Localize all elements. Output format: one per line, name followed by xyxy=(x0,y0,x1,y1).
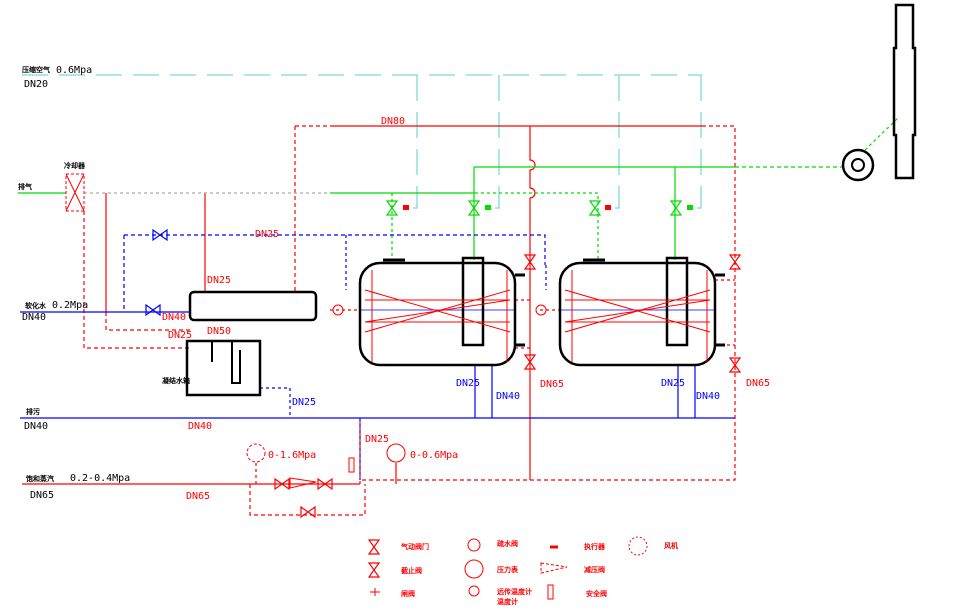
legend-label: 远传温度计 xyxy=(497,587,532,596)
pneumatic-valve-icon xyxy=(368,539,380,555)
compressed-air-lines xyxy=(22,74,702,209)
water-lines xyxy=(20,229,735,480)
thermometer-icon xyxy=(535,304,547,316)
label-dn65: DN65 xyxy=(746,378,770,389)
label-dn65: DN65 xyxy=(186,491,210,502)
actuators xyxy=(403,205,611,210)
label-dn25: DN25 xyxy=(365,434,389,445)
pressure-gauge-icon xyxy=(386,443,406,463)
label-air-dn: DN20 xyxy=(24,79,48,90)
reducing-valve-icon[interactable] xyxy=(289,477,317,489)
label-dn25: DN25 xyxy=(456,378,480,389)
legend-label: 截止阀 xyxy=(401,566,422,575)
tank-heating-coils xyxy=(364,270,711,362)
label-dn40: DN40 xyxy=(696,391,720,402)
label-condensate-tank: 凝结水箱 xyxy=(162,376,190,385)
label-steam-pressure: 0.2-0.4Mpa xyxy=(70,473,130,484)
label-vent: 排气 xyxy=(18,182,32,191)
legend-label: 疏水阀 xyxy=(497,539,518,548)
label-soft-water-pressure: 0.2Mpa xyxy=(52,300,88,311)
label-dn80: DN80 xyxy=(381,116,405,127)
condensate-tank xyxy=(185,339,262,397)
label-dn40: DN40 xyxy=(496,391,520,402)
globe-valve-icon xyxy=(368,562,380,578)
legend-label: 执行器 xyxy=(584,542,606,551)
label-dn40: DN40 xyxy=(188,421,212,432)
thermometer-icon xyxy=(468,585,480,597)
legend-label: 风机 xyxy=(664,541,678,550)
label-soft-water-dn: DN40 xyxy=(22,312,46,323)
label-dn25: DN25 xyxy=(292,397,316,408)
steam-valves xyxy=(246,254,741,518)
legend xyxy=(368,536,648,600)
legend-label: 温度计 xyxy=(497,597,518,606)
legend-label: 压力表 xyxy=(497,565,519,574)
equipment xyxy=(65,3,917,397)
steam-header xyxy=(22,125,736,516)
reducing-valve-icon xyxy=(540,562,568,574)
label-dn25: DN25 xyxy=(207,275,231,286)
legend-label: 闸阀 xyxy=(401,589,415,598)
pressure-gauge-icon xyxy=(464,559,484,579)
label-drain-dn: DN40 xyxy=(24,421,48,432)
steam-trap-icon xyxy=(467,538,481,552)
label-drain: 排污 xyxy=(26,407,40,416)
label-soft-water: 软化水 xyxy=(25,301,47,310)
label-cooler: 冷却器 xyxy=(64,161,86,170)
tank-2 xyxy=(558,261,717,367)
tank-1 xyxy=(358,261,517,367)
label-compressed-air: 压缩空气 xyxy=(22,65,50,74)
label-dn25: DN25 xyxy=(661,378,685,389)
legend-label: 气动阀门 xyxy=(400,542,429,551)
heat-exchanger xyxy=(188,290,318,322)
chimney xyxy=(892,3,917,180)
tank-1-tube xyxy=(461,256,485,347)
label-gauge-range: 0-0.6Mpa xyxy=(410,450,458,461)
pressure-gauge-icon xyxy=(246,443,266,463)
bypass-valve-icon[interactable] xyxy=(300,506,316,518)
legend-label: 安全阀 xyxy=(586,589,607,598)
fan-legend-icon xyxy=(628,536,648,556)
label-gauge-range: 0-1.6Mpa xyxy=(268,450,316,461)
steam-trap-icon xyxy=(348,457,355,473)
label-air-pressure: 0.6Mpa xyxy=(56,65,92,76)
cooler xyxy=(65,173,85,212)
legend-label: 减压阀 xyxy=(584,565,605,574)
label-dn65: DN65 xyxy=(540,379,564,390)
gate-valve-icon xyxy=(370,588,380,596)
thermometer-icon xyxy=(332,304,344,316)
label-steam: 饱和蒸汽 xyxy=(26,474,54,483)
safety-valve-icon xyxy=(547,584,554,600)
tank-2-tube xyxy=(665,256,689,347)
fan-icon xyxy=(841,148,875,182)
label-dn25: DN25 xyxy=(168,330,192,341)
exhaust-lines xyxy=(18,117,899,260)
label-dn40: DN40 xyxy=(162,312,186,323)
label-dn25: DN25 xyxy=(255,229,279,240)
label-steam-dn: DN65 xyxy=(30,490,54,501)
label-dn50: DN50 xyxy=(207,326,231,337)
